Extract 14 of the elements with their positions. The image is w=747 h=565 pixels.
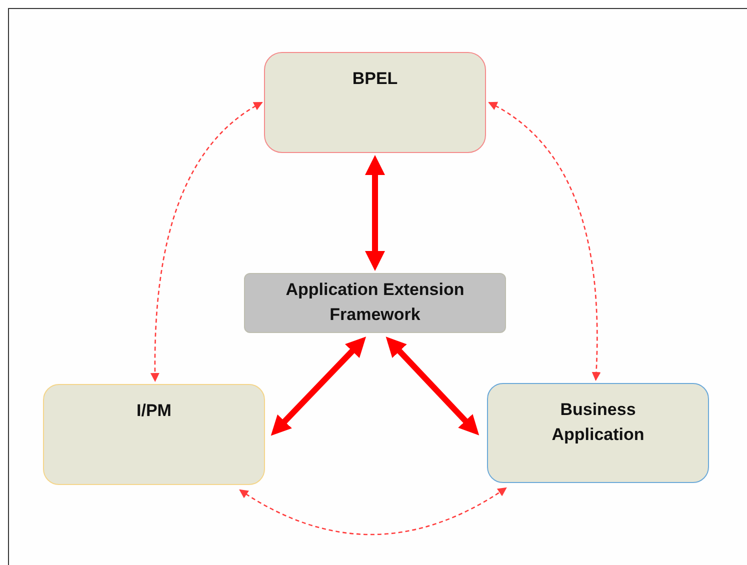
process-box (264, 52, 486, 153)
process-box (244, 273, 506, 333)
box-label: BPEL (352, 68, 398, 90)
arrow (386, 336, 480, 436)
arrow (270, 336, 366, 436)
dashed-arrow (150, 102, 263, 382)
arrow (365, 155, 385, 271)
dashed-arrow (239, 487, 507, 536)
box-label: I/PM (136, 400, 172, 422)
dashed-arrow (488, 102, 601, 381)
box-label: Business Application (550, 399, 646, 446)
process-box (487, 383, 709, 483)
box-label: Application Extension Framework (284, 279, 466, 326)
process-box (43, 384, 265, 485)
